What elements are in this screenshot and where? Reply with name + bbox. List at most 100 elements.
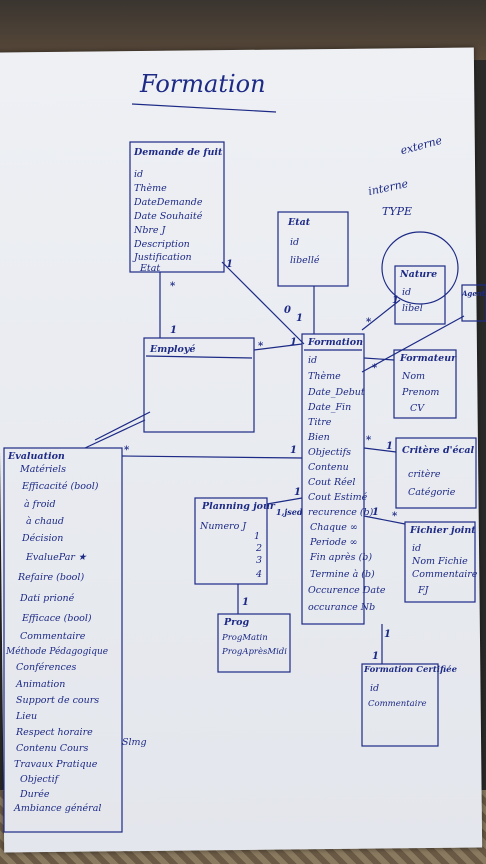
formateur-attr-0: Nom — [402, 371, 426, 382]
planning-attr-2: 2 — [256, 543, 263, 554]
card-plan-form-one: 1 — [294, 487, 301, 498]
evaluation-attr-6: Refaire (bool) — [18, 572, 85, 583]
etat-attr-0: id — [290, 237, 300, 248]
evaluation-attr-5: EvaluePar ★ — [26, 552, 87, 563]
evaluation-slmg: Slmg — [122, 737, 147, 748]
formation-attr-5: Bien — [308, 432, 330, 443]
card-etat-form-a: 0 — [284, 305, 291, 316]
certifiee-attr-1: Commentaire — [368, 699, 427, 709]
evaluation-attr-11: Conférences — [16, 662, 77, 673]
formation-attr-1: Thème — [308, 371, 341, 382]
formation-attr-10: recurence (b) — [308, 507, 374, 518]
critere-attr-1: Catégorie — [408, 487, 456, 498]
evaluation-attr-16: Contenu Cours — [16, 743, 89, 754]
demande-attr-0: id — [134, 169, 144, 180]
evaluation-attr-3: à chaud — [26, 516, 64, 527]
evaluation-attr-1: Efficacité (bool) — [22, 481, 99, 492]
certifiee-attr-0: id — [370, 683, 380, 694]
card-emp-form-star: * — [258, 341, 264, 352]
demande-attr-4: Nbre J — [134, 225, 166, 236]
planning-title: Planning jour — [202, 501, 275, 512]
evaluation-attr-13: Support de cours — [16, 695, 100, 706]
evaluation-attr-12: Animation — [16, 679, 66, 690]
formation-attr-15: Occurence Date — [308, 585, 386, 596]
card-fj-star: * — [392, 511, 398, 522]
prog-attr-1: ProgAprèsMidi — [222, 647, 287, 657]
formation-attr-6: Objectifs — [308, 447, 352, 458]
planning-attr-3: 3 — [256, 555, 263, 566]
nature-attr-0: id — [402, 287, 412, 298]
evaluation-attr-10: Méthode Pédagogique — [6, 647, 109, 657]
note-type: TYPE — [382, 205, 413, 218]
formation-attr-16: occurance Nb — [308, 602, 376, 613]
card-cert-form: 1 — [384, 629, 391, 640]
fichier-attr-0: id — [412, 543, 422, 554]
formation-attr-0: id — [308, 355, 318, 366]
formation-attr-2: Date_Debut — [308, 387, 365, 398]
formation-attr-9: Cout Estimé — [308, 492, 368, 503]
etat-box — [277, 211, 349, 287]
critere-attr-0: critère — [408, 469, 441, 480]
critere-title: Critère d'écal — [402, 445, 475, 456]
card-emp-dem-star: * — [170, 281, 176, 292]
formateur-title: Formateur — [400, 353, 457, 364]
demande-attr-6: Justification — [134, 252, 192, 263]
card-emp-form-one: 1 — [290, 337, 297, 348]
agent-title: Agent — [462, 289, 486, 298]
fichier-attr-3: FJ — [418, 585, 429, 596]
formation-attr-12: Periode ∞ — [310, 537, 358, 548]
planning-attr-0: Numero J — [200, 521, 247, 532]
etat-title: Etat — [288, 217, 311, 228]
evaluation-attr-17: Travaux Pratique — [14, 759, 98, 770]
evaluation-attr-2: à froid — [24, 499, 56, 510]
evaluation-attr-7: Dati prioné — [20, 593, 75, 604]
demande-attr-1: Thème — [134, 183, 167, 194]
card-plan-label: 1,jsed — [276, 507, 303, 517]
fichier-title: Fichier joint — [410, 525, 476, 536]
employe-title: Employé — [150, 344, 196, 355]
evaluation-attr-15: Respect horaire — [16, 727, 93, 738]
diagram-title: Formation — [140, 70, 266, 98]
formateur-attr-2: CV — [410, 403, 425, 414]
card-crit-one: 1 — [386, 441, 393, 452]
evaluation-attr-9: Commentaire — [20, 631, 86, 642]
formation-attr-14: Termine à (b) — [310, 569, 375, 580]
demande-attr-3: Date Souhaité — [134, 211, 203, 222]
card-cert-one: 1 — [372, 651, 379, 662]
fichier-attr-2: Commentaire — [412, 569, 478, 580]
evaluation-attr-18: Objectif — [20, 774, 59, 785]
prog-title: Prog — [224, 617, 250, 628]
evaluation-attr-4: Décision — [22, 533, 64, 544]
evaluation-attr-20: Ambiance général — [14, 803, 102, 814]
prog-attr-0: ProgMatin — [222, 633, 268, 643]
demande-attr-7: Etat — [140, 263, 161, 274]
card-eval-form-one: 1 — [290, 445, 297, 456]
formation-attr-8: Cout Réel — [308, 477, 356, 488]
evaluation-attr-19: Durée — [20, 789, 50, 800]
card-dem-form: 1 — [226, 259, 233, 270]
evaluation-attr-14: Lieu — [16, 711, 38, 722]
formation-attr-11: Chaque ∞ — [310, 522, 358, 533]
planning-attr-4: 4 — [256, 569, 263, 580]
card-nat-star: * — [366, 317, 372, 328]
nature-attr-1: libel — [402, 303, 423, 314]
formation-attr-3: Date_Fin — [308, 402, 352, 413]
card-crit-star: * — [366, 435, 372, 446]
formation-title: Formation — [308, 337, 364, 348]
demande-attr-2: DateDemande — [134, 197, 203, 208]
card-etat-form-b: 1 — [296, 313, 303, 324]
nature-title: Nature — [400, 269, 438, 280]
formateur-attr-1: Prenom — [402, 387, 440, 398]
card-nat-one: 1 — [392, 295, 399, 306]
formation-attr-7: Contenu — [308, 462, 349, 473]
etat-attr-1: libellé — [290, 255, 320, 266]
planning-attr-1: 1 — [254, 531, 261, 542]
card-fj-one: 1 — [372, 507, 379, 518]
demande-box — [129, 141, 225, 273]
certifiee-title: Formation Certifiée — [364, 665, 457, 675]
demande-attr-5: Description — [134, 239, 190, 250]
card-fmtr-star: * — [372, 363, 378, 374]
formation-attr-4: Titre — [308, 417, 332, 428]
evaluation-attr-0: Matériels — [20, 464, 66, 475]
